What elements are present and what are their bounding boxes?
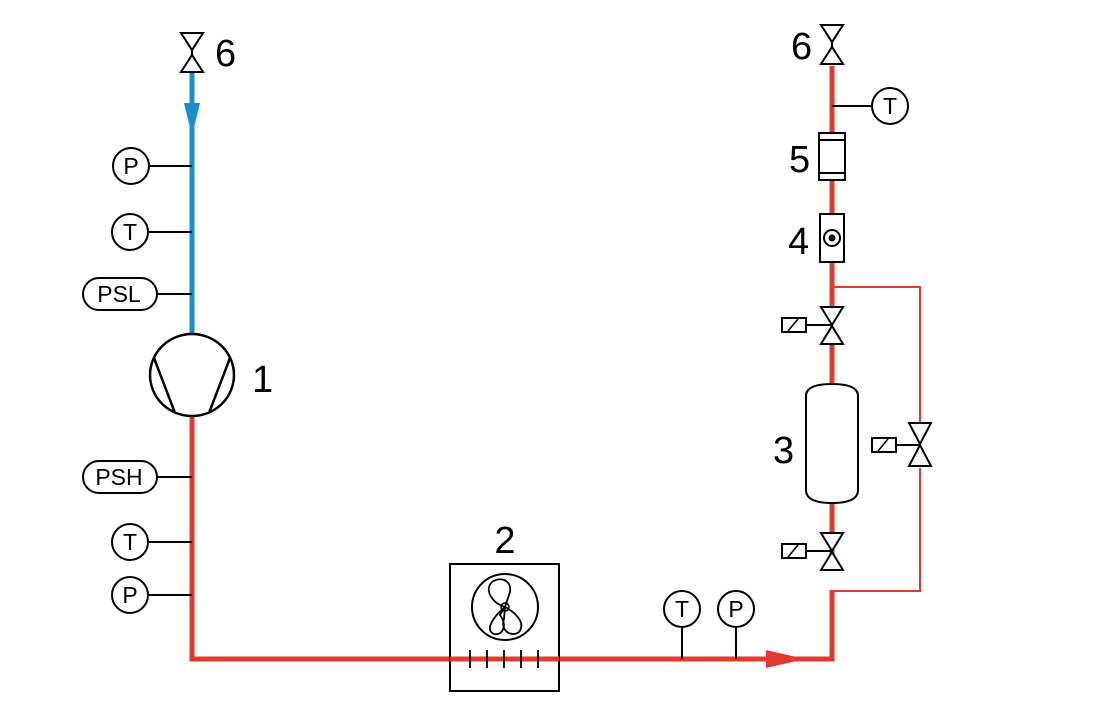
temperature-sensor-icon: [871, 87, 909, 125]
label-service-valve-suction: 6: [215, 33, 236, 75]
instrument-high-pressure-switch: PSH: [95, 464, 142, 490]
label-filter-drier: 5: [789, 139, 810, 181]
label-service-valve-liquid: 6: [791, 26, 812, 68]
label-receiver: 3: [773, 430, 794, 472]
bypass-pipe: [832, 468, 921, 592]
temperature-sensor-icon: [111, 523, 149, 561]
solenoid-icon: [781, 543, 807, 559]
instrument-suction-temperature: T: [123, 219, 137, 245]
valve-icon: [819, 532, 845, 571]
sight-glass-icon: [819, 213, 845, 263]
solenoid-icon: [781, 317, 807, 333]
receiver-tank-icon: [805, 382, 859, 505]
pressure-gauge-icon: [112, 147, 150, 185]
pressure-gauge-icon: [111, 576, 149, 614]
instrument-low-pressure-switch: PSL: [97, 281, 141, 307]
temperature-sensor-icon: [663, 590, 701, 628]
instrument-suction-pressure: P: [123, 153, 138, 179]
pressure-gauge-icon: [717, 590, 755, 628]
instrument-condenser-out-temperature: T: [675, 596, 689, 622]
pressure-switch-low-icon: [82, 277, 158, 311]
flow-arrow-icon: [766, 650, 805, 668]
temperature-sensor-icon: [111, 213, 149, 251]
valve-icon: [819, 24, 845, 65]
valve-icon: [179, 32, 205, 73]
fan-condenser-icon: [449, 563, 560, 692]
label-compressor: 1: [252, 359, 273, 401]
filter-drier-icon: [818, 132, 846, 181]
compressor-icon: [148, 332, 236, 418]
label-sight-glass: 4: [788, 221, 809, 263]
instrument-discharge-temperature: T: [123, 529, 137, 555]
valve-icon: [907, 422, 933, 467]
pressure-switch-high-icon: [82, 460, 158, 494]
label-condenser: 2: [494, 520, 515, 562]
bypass-pipe: [832, 286, 921, 422]
solenoid-icon: [871, 437, 897, 453]
instrument-liquid-temperature: T: [883, 93, 897, 119]
flow-arrow-icon: [184, 103, 200, 136]
valve-icon: [819, 306, 845, 345]
instrument-condenser-out-pressure: P: [728, 596, 743, 622]
instrument-discharge-pressure: P: [122, 582, 137, 608]
